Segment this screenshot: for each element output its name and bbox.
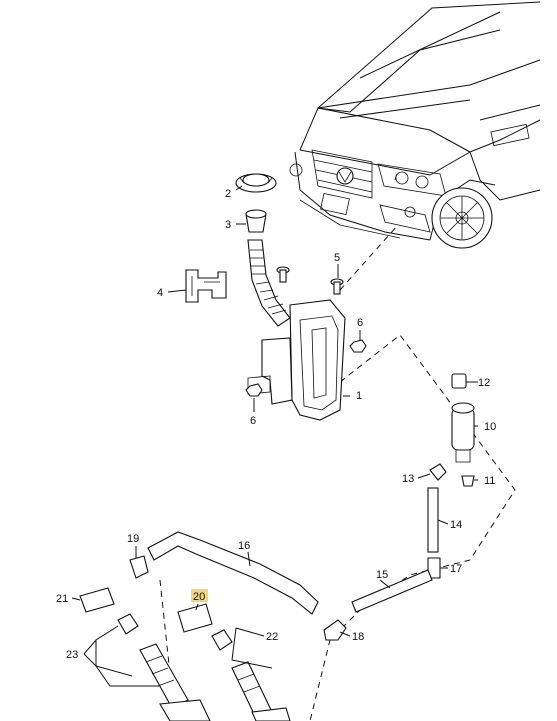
- callout-label: 3: [225, 219, 231, 231]
- cover-cap-20: [177, 603, 213, 633]
- callout-label: 4: [157, 287, 163, 299]
- indicator-line: [339, 224, 399, 291]
- filler-pipe: [247, 239, 291, 327]
- callout-label: 6: [250, 415, 256, 427]
- callout-label: 13: [402, 473, 414, 485]
- callout-label: 16: [238, 540, 250, 552]
- callout-label: 21: [56, 593, 68, 605]
- callout-label: 19: [127, 533, 139, 545]
- bracket-4: [185, 269, 227, 303]
- filler-neck-3: [245, 209, 267, 233]
- callout-label: 6: [357, 317, 363, 329]
- grommet-11: [461, 475, 475, 487]
- indicator-line: [394, 169, 399, 181]
- washer-pump-10: [451, 402, 475, 463]
- cover-cap-21: [79, 587, 115, 613]
- callout-label: 1: [356, 390, 362, 402]
- callout-label: 20: [193, 591, 205, 603]
- callout-label: 10: [484, 421, 496, 433]
- vehicle-illustration: [289, 1, 541, 249]
- highlight-box-20: [191, 589, 208, 602]
- callout-label: 2: [225, 188, 231, 200]
- leader-lines: [71, 185, 478, 687]
- callout-label: 17: [450, 563, 462, 575]
- callout-label: 22: [266, 631, 278, 643]
- t-piece-18: [323, 619, 347, 641]
- hose-16: [147, 531, 319, 615]
- connector-12: [451, 373, 467, 389]
- elbow-13: [429, 463, 447, 481]
- nut-6: [245, 339, 367, 397]
- nozzle-22: [211, 629, 291, 721]
- callouts: 1 2 3 4 5 6 6 10 11 12 13 14 15 16 17 18…: [56, 188, 496, 661]
- callout-label: 5: [334, 252, 340, 264]
- filler-cap-2: [235, 173, 277, 193]
- elbow-19: [129, 555, 149, 579]
- hose-14: [427, 487, 439, 553]
- indicator-line: [159, 579, 176, 721]
- screw-5: [276, 266, 344, 295]
- nozzle-23: [117, 613, 211, 721]
- callout-label: 11: [484, 475, 495, 487]
- callout-label: 12: [478, 377, 490, 389]
- hose-15: [351, 569, 433, 613]
- callout-label: 14: [450, 519, 462, 531]
- washer-reservoir-1: [247, 299, 346, 421]
- callout-label: 15: [376, 569, 388, 581]
- callout-label: 18: [352, 631, 364, 643]
- callout-label: 23: [66, 649, 78, 661]
